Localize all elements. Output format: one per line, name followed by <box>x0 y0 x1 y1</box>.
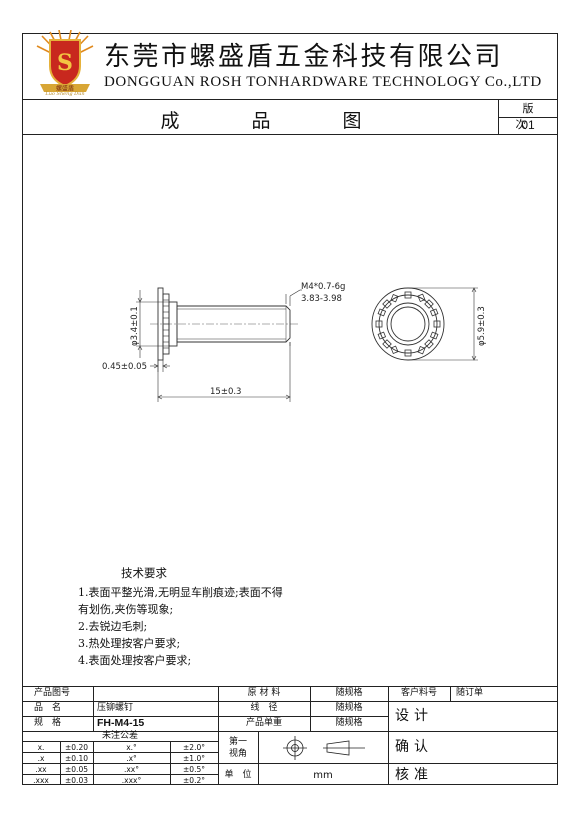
flange-thk-label: 0.45±0.05 <box>102 362 147 372</box>
header-divider <box>22 99 558 100</box>
tol-angle-val: ±2.0° <box>183 743 205 752</box>
company-name-en: DONGGUAN ROSH TONHARDWARE TECHNOLOGY Co.… <box>104 74 542 90</box>
design-label: 设计 <box>395 708 433 724</box>
shank-dia-label: φ3.4±0.1 <box>130 306 140 346</box>
tol-val: ±0.05 <box>65 765 88 774</box>
requirements-title: 技术要求 <box>121 566 167 580</box>
material-value: 随规格 <box>335 688 363 698</box>
customer-no-label: 客户料号 <box>400 688 437 698</box>
drawing-title: 成品图 <box>160 110 434 132</box>
requirement-item: 4.表面处理按客户要求; <box>78 654 192 667</box>
approve-label: 核准 <box>395 767 433 783</box>
tol-val: ±0.10 <box>65 754 88 763</box>
tol-angle-fmt: .xxx° <box>121 776 142 785</box>
title-divider <box>22 134 558 135</box>
end-view <box>371 287 445 361</box>
material-label: 原 材 料 <box>247 688 281 698</box>
unit-weight-value: 随规格 <box>335 718 363 728</box>
company-name-cn: 东莞市螺盛盾五金科技有限公司 <box>104 42 504 72</box>
logo-caption: Luo Sheng Dun <box>45 91 85 97</box>
version-label: 版次 <box>515 102 548 131</box>
tol-val: ±0.03 <box>65 776 88 785</box>
unit-value: mm <box>313 770 333 781</box>
confirm-label: 确认 <box>395 739 433 755</box>
tol-angle-val: ±0.2° <box>183 776 205 785</box>
tol-angle-fmt: x.° <box>126 743 137 752</box>
product-name-label: 品 名 <box>34 703 62 713</box>
product-no-label: 产品图号 <box>34 688 71 698</box>
tol-fmt: .xx <box>35 765 47 774</box>
tol-angle-fmt: .xx° <box>123 765 139 774</box>
projection-label-2: 视角 <box>228 749 247 759</box>
tol-val: ±0.20 <box>65 743 88 752</box>
tol-fmt: .x <box>37 754 45 763</box>
svg-text:S: S <box>57 50 73 76</box>
side-view <box>150 287 300 361</box>
thread-spec-label: M4*0.7-6g <box>301 282 345 292</box>
first-angle-projection-icon <box>275 735 375 761</box>
version-divider <box>498 99 499 134</box>
requirement-item: 3.热处理按客户要求; <box>78 637 181 650</box>
drawing-frame <box>22 33 558 785</box>
tol-fmt: .xxx <box>33 776 49 785</box>
product-name-value: 压铆螺钉 <box>97 703 134 713</box>
spec-label: 规 格 <box>34 718 62 728</box>
spec-value: FH-M4-15 <box>97 717 145 729</box>
svg-text:螺盛盾: 螺盛盾 <box>56 85 74 93</box>
thread-range-label: 3.83-3.98 <box>301 294 342 304</box>
tol-angle-val: ±0.5° <box>183 765 205 774</box>
company-logo: S 螺盛盾 <box>36 29 94 96</box>
requirement-item: 1.表面平整光滑,无明显车削痕迹;表面不得 <box>78 586 283 599</box>
part-drawing: M4*0.7-6g 3.83-3.98 φ3.4±0.1 0.45±0.05 <box>90 270 510 410</box>
head-dia-label: φ5.9±0.3 <box>477 306 487 346</box>
requirement-item: 有划伤,夹伤等现象; <box>78 603 174 616</box>
tol-angle-val: ±1.0° <box>183 754 205 763</box>
tol-fmt: x. <box>37 743 45 752</box>
wire-dia-label: 线 径 <box>250 703 278 713</box>
unit-weight-label: 产品单重 <box>245 718 282 728</box>
length-label: 15±0.3 <box>210 387 241 397</box>
unit-label: 单 位 <box>224 770 252 780</box>
tolerance-title: 未注公差 <box>101 731 138 741</box>
customer-no-value: 随订单 <box>456 688 484 698</box>
projection-label-1: 第一 <box>228 737 247 747</box>
requirements-list: 1.表面平整光滑,无明显车削痕迹;表面不得 有划伤,夹伤等现象; 2.去锐边毛刺… <box>78 584 283 669</box>
version-value: 01 <box>521 118 535 132</box>
wire-dia-value: 随规格 <box>335 703 363 713</box>
tol-angle-fmt: .x° <box>126 754 137 763</box>
version-row-divider <box>498 117 558 118</box>
requirement-item: 2.去锐边毛刺; <box>78 620 148 633</box>
